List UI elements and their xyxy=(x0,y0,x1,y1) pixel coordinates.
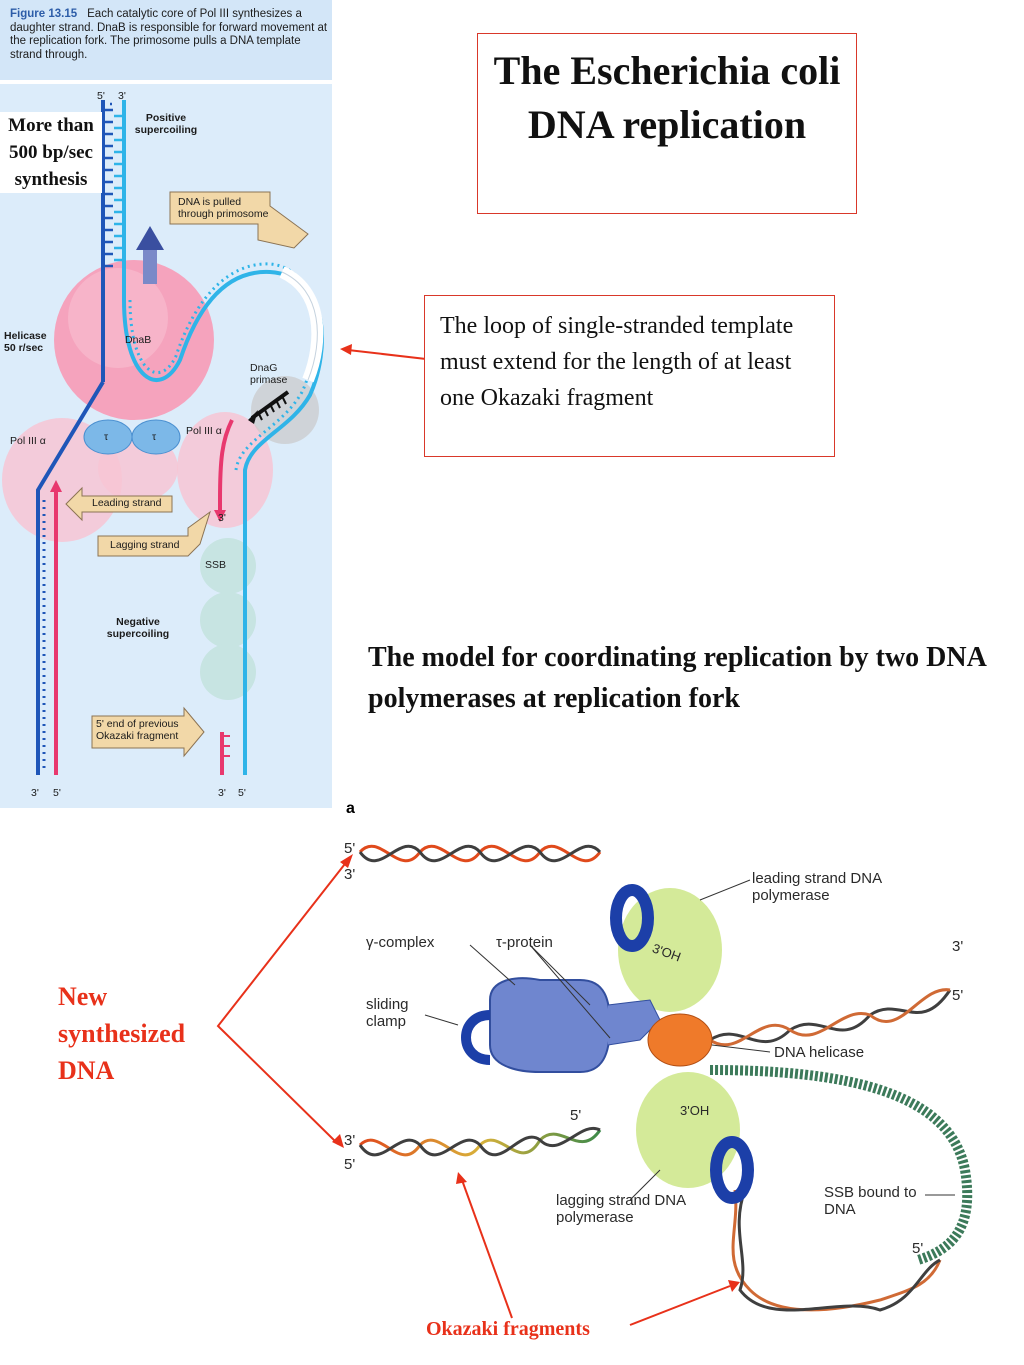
synthesis-rate-note: More than 500 bp/sec synthesis xyxy=(0,112,102,193)
lagging-arrow-shape xyxy=(97,510,211,557)
bottom-helix xyxy=(358,1126,602,1157)
leader-lines xyxy=(424,879,955,1201)
pol3-right-blob xyxy=(177,412,273,528)
figure-caption-text: Each catalytic core of Pol III synthesiz… xyxy=(10,8,328,61)
okazaki-label: Okazaki fragments xyxy=(426,1318,590,1340)
ssb-sphere-1 xyxy=(200,538,256,594)
ssb-chain xyxy=(709,1065,973,1265)
label-dnag: DnaG primase xyxy=(250,362,288,386)
label-5-bottom: 5' xyxy=(344,1156,356,1173)
okazaki-arrows xyxy=(456,1172,740,1326)
label-3-right: 3' xyxy=(952,938,964,955)
lagging-clamp xyxy=(710,1136,754,1204)
ssb-sphere-2 xyxy=(200,592,256,648)
label-pol3-right: Pol III α xyxy=(186,425,222,437)
label-top-5: 5' xyxy=(97,90,105,102)
tau-ellipse-2 xyxy=(131,419,181,455)
label-bottom-5b: 5' xyxy=(238,787,246,799)
sliding-clamp-c xyxy=(461,1010,491,1065)
label-tau-2: τ xyxy=(152,431,157,443)
label-5-loop: 5' xyxy=(912,1240,924,1257)
label-leading-polymerase: leading strand DNA polymerase xyxy=(752,870,882,904)
label-dna-helicase: DNA helicase xyxy=(774,1044,865,1061)
label-lagging-polymerase: lagging strand DNA polymerase xyxy=(556,1192,686,1226)
label-dnab: DnaB xyxy=(125,334,152,346)
lagging-loop-helix xyxy=(731,1189,942,1312)
leading-clamp xyxy=(610,884,654,952)
ssb-sphere-3 xyxy=(200,644,256,700)
label-pol3-left: Pol III α xyxy=(10,435,46,447)
fork-diagram xyxy=(2,100,324,775)
label-top-3: 3' xyxy=(118,90,126,102)
leading-arrow-shape xyxy=(65,486,173,522)
label-tau-protein: τ-protein xyxy=(496,934,553,951)
label-3-top: 3' xyxy=(344,866,356,883)
label-positive-supercoiling: Positive supercoiling xyxy=(134,112,198,136)
loop-arrow xyxy=(340,344,427,360)
label-negative-supercoiling: Negative supercoiling xyxy=(106,616,170,640)
label-dna-pulled: DNA is pulled through primosome xyxy=(178,196,269,220)
loop-note-box xyxy=(424,295,835,457)
new-dna-arrows xyxy=(216,854,353,1148)
page-title: The Escherichia coli DNA replication xyxy=(493,48,841,147)
label-ssb: SSB xyxy=(205,559,227,571)
replisome-diagram xyxy=(358,844,973,1312)
label-sliding-clamp: sliding clamp xyxy=(366,996,409,1030)
label-bottom-3a: 3' xyxy=(31,787,39,799)
movement-arrow-head xyxy=(136,226,164,250)
figure-number: Figure 13.15 xyxy=(10,8,78,20)
label-leading-strand: Leading strand xyxy=(92,497,162,509)
label-5-mid: 5' xyxy=(570,1107,582,1124)
gamma-complex xyxy=(489,977,612,1073)
loop-note: The loop of single-stranded template mus… xyxy=(440,313,794,411)
label-tau-1: τ xyxy=(104,431,109,443)
movement-arrow-shaft xyxy=(143,248,157,284)
panel-letter: a xyxy=(346,800,355,817)
pulled-arrow-shape xyxy=(169,191,309,249)
lagging-daughter xyxy=(218,419,234,512)
new-dna-label: New synthesized DNA xyxy=(58,982,186,1085)
label-5-right: 5' xyxy=(952,987,964,1004)
label-lagging-strand: Lagging strand xyxy=(110,539,180,551)
label-5-top: 5' xyxy=(344,840,356,857)
label-bottom-5a: 5' xyxy=(53,787,61,799)
label-okazaki-end: 5' end of previous Okazaki fragment xyxy=(96,718,179,742)
lagging-template-loop xyxy=(122,269,324,775)
label-3prime-mid: 3' xyxy=(218,512,226,524)
label-helicase: Helicase 50 r/sec xyxy=(4,330,47,354)
top-helix xyxy=(358,844,602,863)
dna-helicase xyxy=(647,1013,713,1067)
figure-caption-box xyxy=(0,0,332,84)
label-3oh-bottom: 3'OH xyxy=(680,1103,710,1118)
leading-template xyxy=(36,380,105,775)
label-3-bottom: 3' xyxy=(344,1132,356,1149)
title-box xyxy=(477,33,857,214)
model-heading: The model for coordinating replication b… xyxy=(368,642,986,714)
label-gamma-complex: γ-complex xyxy=(366,934,435,951)
right-helix xyxy=(709,988,952,1047)
label-ssb-bound: SSB bound to DNA xyxy=(824,1184,917,1218)
okazaki-end-arrow-shape xyxy=(91,706,205,758)
label-bottom-3b: 3' xyxy=(218,787,226,799)
